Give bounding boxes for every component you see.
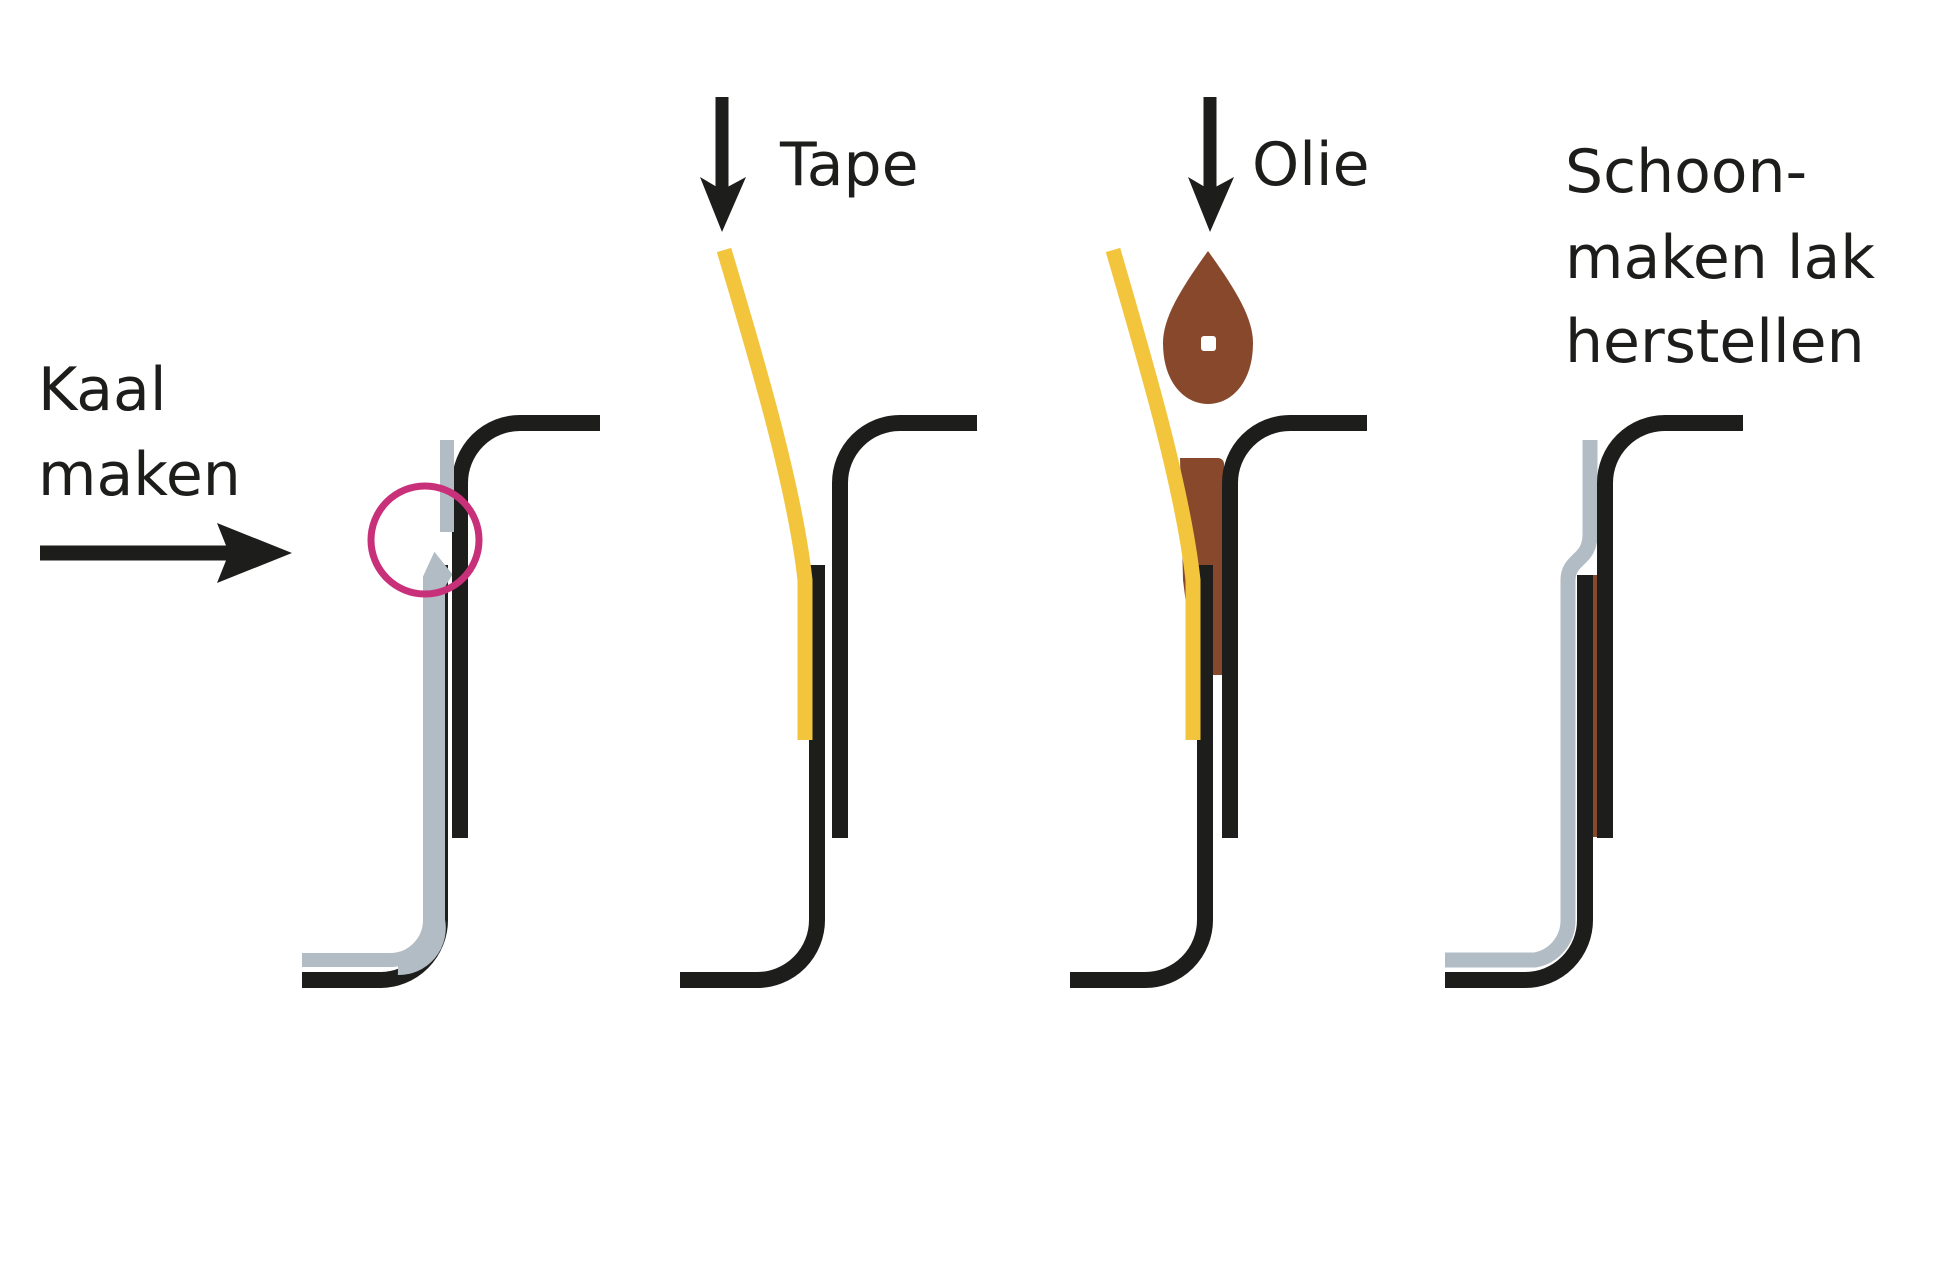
inner-panel: [1222, 415, 1367, 838]
tape-strip: [716, 247, 813, 740]
outer-panel: [1445, 575, 1593, 988]
step-kaal-maken-label-line-2: maken: [38, 440, 241, 510]
inner-panel: [1597, 415, 1743, 838]
step-schoonmaken-label-line-3: herstellen: [1565, 307, 1865, 377]
step-schoonmaken-label-line-1: Schoon-: [1565, 137, 1807, 207]
step-schoonmaken: Schoon- maken lak herstellen: [1445, 137, 1875, 988]
outer-panel: [680, 565, 825, 988]
step-tape-label: Tape: [779, 130, 919, 200]
paint-layer: [1445, 440, 1598, 968]
outer-panel: [302, 565, 448, 988]
drop-icon: [1163, 251, 1253, 404]
step-olie: Olie: [1070, 97, 1369, 988]
tape-strip: [1105, 247, 1201, 740]
step-kaal-maken: Kaal maken: [38, 355, 600, 988]
arrow-down-icon: [700, 97, 746, 232]
inner-panel: [452, 415, 600, 838]
inner-panel: [832, 415, 977, 838]
paint-remnant: [440, 440, 454, 532]
arrow-down-icon: [1188, 97, 1234, 232]
step-schoonmaken-label-line-2: maken lak: [1565, 223, 1875, 293]
step-olie-label: Olie: [1252, 130, 1369, 200]
step-tape: Tape: [680, 97, 977, 988]
paint-layer: [302, 551, 453, 976]
arrow-right-icon: [40, 523, 292, 583]
outer-panel: [1070, 565, 1213, 988]
circle-outline-icon: [367, 482, 483, 598]
step-kaal-maken-label-line-1: Kaal: [38, 355, 167, 425]
